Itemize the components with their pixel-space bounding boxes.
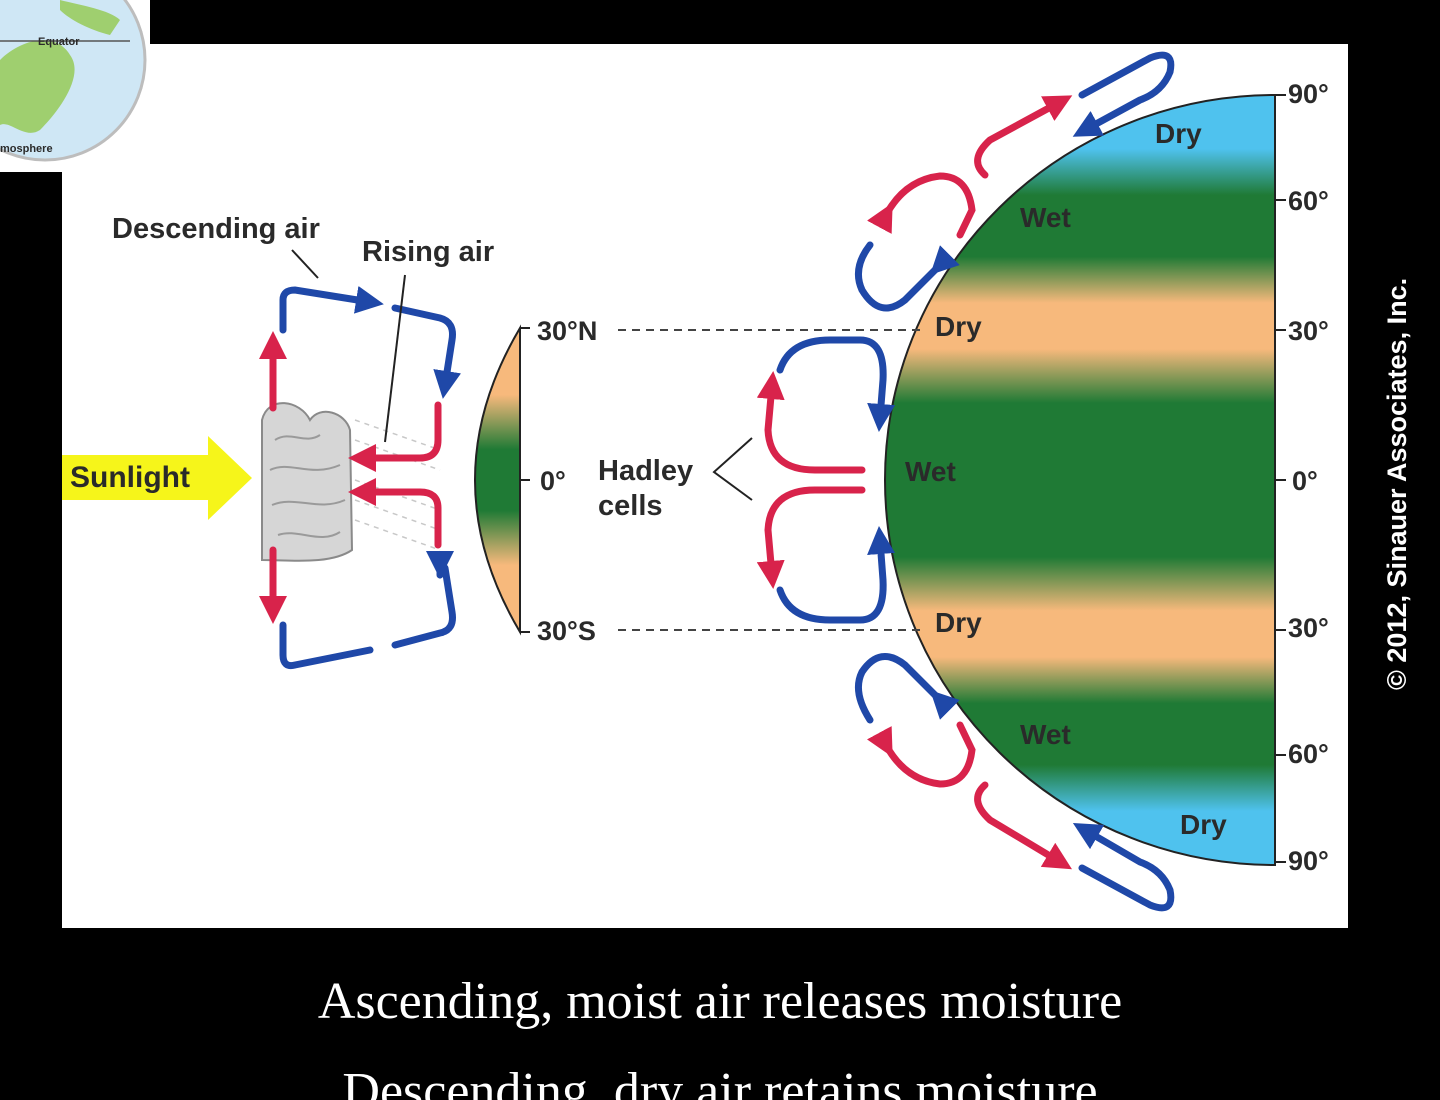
copyright-notice: © 2012, Sinauer Associates, Inc. bbox=[1382, 277, 1412, 690]
zone-label-dry-30n: Dry bbox=[935, 311, 982, 342]
inset-globe: Equator mosphere bbox=[0, 0, 150, 172]
storm-cloud-icon bbox=[261, 402, 441, 562]
label-0-degrees: 0° bbox=[540, 466, 566, 496]
sunlight-label: Sunlight bbox=[70, 461, 190, 494]
northern-cells bbox=[854, 51, 1175, 312]
tick-label-30n: 30° bbox=[1288, 316, 1329, 346]
zone-label-wet-south: Wet bbox=[1020, 719, 1071, 750]
caption-line-2: Descending, dry air retains moisture bbox=[342, 1063, 1098, 1100]
local-convection-cells bbox=[259, 285, 461, 669]
caption-line-1: Ascending, moist air releases moisture bbox=[317, 973, 1123, 1030]
descending-air-label: Descending air bbox=[112, 213, 320, 245]
tick-label-90n: 90° bbox=[1288, 79, 1329, 109]
inset-equator-label: Equator bbox=[38, 36, 80, 48]
hadley-cells-bracket bbox=[712, 437, 753, 501]
southern-cells bbox=[854, 653, 1175, 912]
zone-label-wet-equator: Wet bbox=[905, 456, 956, 487]
hadley-cells-label-line1: Hadley bbox=[598, 455, 693, 487]
hadley-cells-label-line2: cells bbox=[598, 490, 663, 522]
inset-atmosphere-label: mosphere bbox=[0, 143, 53, 155]
descending-air-pointer bbox=[291, 249, 319, 279]
rising-air-label: Rising air bbox=[362, 236, 494, 268]
tick-label-90s: 90° bbox=[1288, 846, 1329, 876]
zone-label-dry-polar-south: Dry bbox=[1180, 809, 1227, 840]
zone-label-dry-polar-north: Dry bbox=[1155, 118, 1202, 149]
latitude-ticks bbox=[1275, 94, 1286, 863]
rising-air-pointer bbox=[384, 274, 406, 443]
tropics-section bbox=[474, 324, 521, 636]
tick-label-60s: 60° bbox=[1288, 739, 1329, 769]
tick-label-0: 0° bbox=[1292, 466, 1318, 496]
hadley-cells bbox=[756, 336, 896, 624]
tick-label-30s: 30° bbox=[1288, 613, 1329, 643]
zone-label-wet-north: Wet bbox=[1020, 202, 1071, 233]
label-30n: 30°N bbox=[537, 316, 597, 346]
tick-label-60n: 60° bbox=[1288, 186, 1329, 216]
label-30s: 30°S bbox=[537, 616, 596, 646]
zone-label-dry-30s: Dry bbox=[935, 607, 982, 638]
sunlight-arrow bbox=[62, 436, 252, 520]
